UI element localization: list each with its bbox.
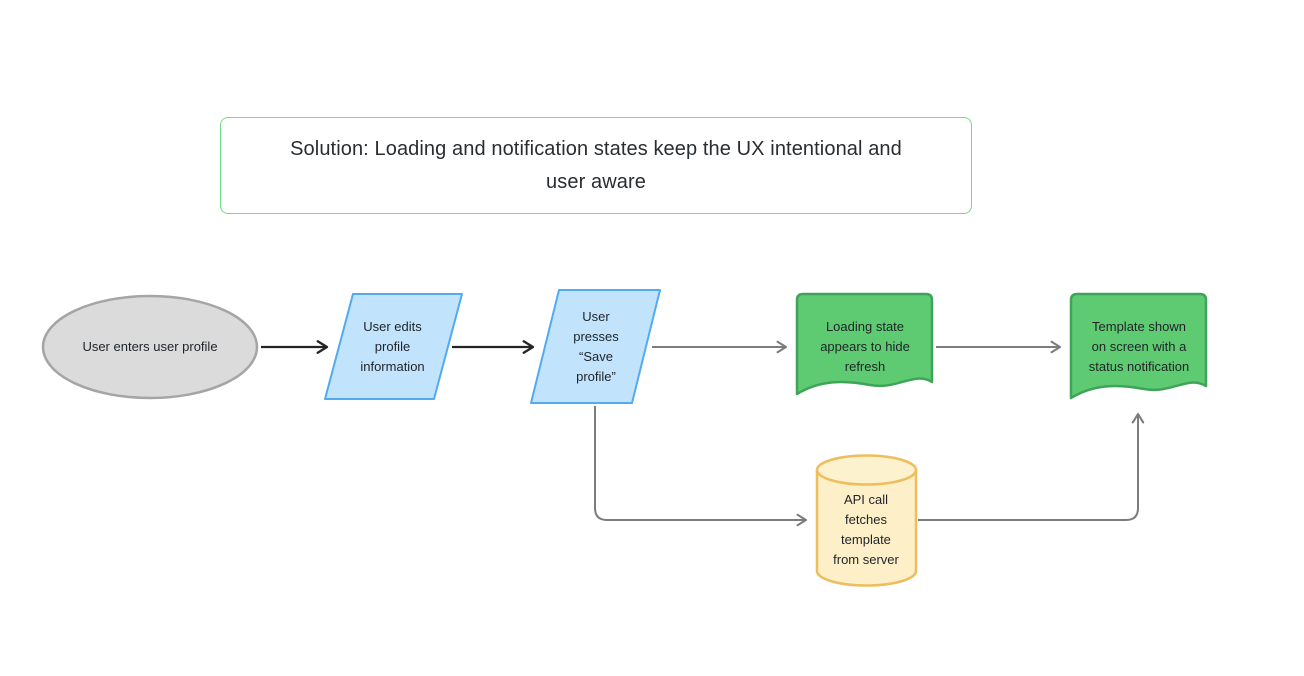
node-api-call-top	[815, 454, 918, 486]
node-api-call-shape	[815, 470, 918, 587]
node-save-profile-shape	[530, 289, 661, 404]
node-template-shown-shape	[1069, 292, 1208, 400]
edge-api-call-to-template-shown	[918, 412, 1145, 521]
title-text: Solution: Loading and notification state…	[290, 137, 902, 193]
edge-save-profile-to-api-call	[594, 406, 808, 527]
node-loading-state-shape	[795, 292, 934, 396]
title-box: Solution: Loading and notification state…	[220, 117, 972, 214]
node-edit-profile-shape	[324, 293, 463, 400]
node-start-shape	[41, 294, 259, 400]
